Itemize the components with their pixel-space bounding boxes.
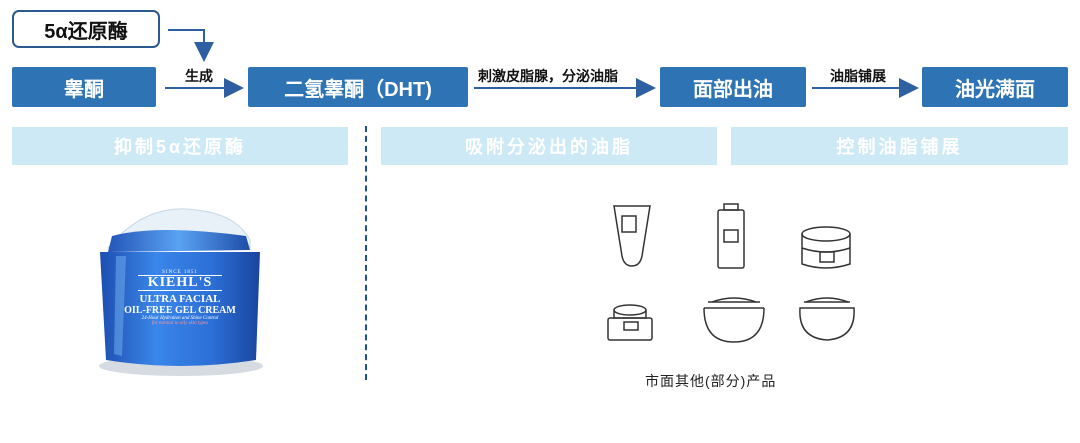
section-divider: [365, 126, 367, 380]
node-testosterone-label: 睾酮: [64, 78, 104, 101]
bottle-icon: [717, 203, 745, 269]
product-jar-label: SINCE 1851 KIEHL'S ULTRA FACIAL OIL-FREE…: [120, 270, 240, 326]
enzyme-to-edge-arrow: [168, 29, 214, 62]
node-dht: 二氢睾酮（DHT): [248, 67, 468, 107]
tube-icon: [613, 205, 651, 267]
node-face-oil-label: 面部出油: [693, 78, 773, 101]
start-enzyme-label: 5α还原酶: [44, 20, 128, 43]
flat-jar-icon: [799, 297, 855, 341]
node-oily-face: 油光满面: [922, 67, 1068, 107]
band-inhibit-enzyme-label: 抑制5α还原酶: [113, 137, 247, 157]
node-oily-face-label: 油光满面: [955, 78, 1035, 101]
product-line1: ULTRA FACIAL: [139, 293, 221, 305]
band-control-spread: 控制油脂铺展: [731, 127, 1068, 165]
edge-label-2: 刺激皮脂腺，分泌油脂: [478, 68, 618, 84]
other-products-caption: 市面其他(部分)产品: [645, 373, 777, 389]
product-line2: OIL-FREE GEL CREAM: [124, 305, 236, 316]
band-control-spread-label: 控制油脂铺展: [836, 137, 963, 157]
jar-icon-1: [801, 226, 851, 269]
other-products-icons: [607, 203, 855, 343]
band-inhibit-enzyme: 抑制5α还原酶: [12, 127, 348, 165]
flow-arrows: [165, 29, 919, 98]
product-brand: KIEHL'S: [138, 275, 222, 291]
edge-label-1: 生成: [185, 68, 213, 84]
bowl-jar-icon: [703, 297, 765, 343]
node-dht-label: 二氢睾酮（DHT): [284, 78, 432, 101]
edge-label-3: 油脂铺展: [830, 68, 886, 84]
node-testosterone: 睾酮: [12, 67, 156, 107]
product-line4: for normal to oily skin types: [151, 321, 209, 326]
node-face-oil: 面部出油: [660, 67, 806, 107]
band-absorb-oil: 吸附分泌出的油脂: [381, 127, 717, 165]
jar-icon-2: [607, 304, 653, 341]
start-enzyme-box: 5α还原酶: [12, 10, 160, 48]
product-since: SINCE 1851: [162, 270, 198, 275]
product-line3: 24-Hour Hydration and Shine Control: [141, 316, 219, 321]
band-absorb-oil-label: 吸附分泌出的油脂: [465, 137, 633, 157]
product-jar-image: [99, 208, 263, 376]
